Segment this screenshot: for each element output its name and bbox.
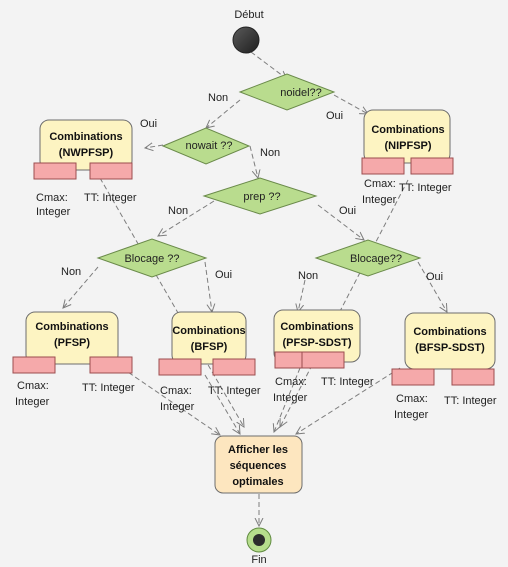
activity-pfsp-sdst-subtitle: (PFSP-SDST) (282, 337, 351, 349)
pin-nipfsp-cmax[interactable] (361, 157, 405, 175)
activity-pfsp-sdst[interactable]: Combinations (PFSP-SDST) (273, 309, 361, 363)
decision-noidel-label: noidel?? (280, 87, 322, 99)
activity-bfsp-title: Combinations (172, 325, 245, 337)
edge-pfsp-final (121, 367, 220, 435)
pin-bfsp-cmax-type: Integer (160, 401, 195, 413)
edges (63, 51, 447, 526)
pin-nwpfsp-tt-label: TT: Integer (84, 192, 137, 204)
pin-bfsp-cmax-label: Cmax: (160, 385, 192, 397)
edge-blocage-right-pfsp-sdst (298, 279, 306, 312)
decision-prep[interactable]: prep ?? (202, 177, 318, 215)
guard-noidel-oui: Oui (326, 110, 343, 122)
activity-bfsp[interactable]: Combinations (BFSP) (171, 311, 247, 365)
activity-bfsp-sdst[interactable]: Combinations (BFSP-SDST) (404, 312, 496, 370)
edge-blocage-left-bfsp (204, 261, 212, 312)
activity-bfsp-subtitle: (BFSP) (191, 341, 228, 353)
edge-blocage-right-bfsp-sdst (417, 261, 447, 312)
edge-blocage-left-pfsp (63, 266, 99, 308)
activity-bfsp-sdst-title: Combinations (413, 326, 486, 338)
start-label: Début (234, 9, 263, 21)
pin-bfsp-sdst-cmax[interactable] (391, 368, 435, 386)
pin-pfsp-sdst-tt[interactable] (301, 351, 345, 369)
pin-pfsp-cmax[interactable] (12, 356, 56, 374)
edge-pfsp-sdst-final (274, 367, 301, 432)
pin-bfsp-sdst-cmax-type: Integer (394, 409, 429, 421)
pin-bfsp-tt[interactable] (212, 358, 256, 376)
pin-nwpfsp-tt[interactable] (89, 162, 133, 180)
guard-blocage-right-non: Non (298, 270, 318, 282)
guard-noidel-non: Non (208, 92, 228, 104)
activity-bfsp-sdst-subtitle: (BFSP-SDST) (415, 342, 485, 354)
edge-nipfsp-final (280, 179, 409, 427)
decision-nowait[interactable]: nowait ?? (161, 127, 251, 165)
activity-final-line2: séquences (230, 460, 287, 472)
pin-pfsp-tt-label: TT: Integer (82, 382, 135, 394)
decision-blocage-left[interactable]: Blocage ?? (96, 238, 208, 278)
start-node[interactable] (232, 26, 260, 54)
activity-nipfsp[interactable]: Combinations (NIPFSP) (363, 109, 451, 164)
activity-nipfsp-subtitle: (NIPFSP) (384, 140, 431, 152)
pin-nipfsp-tt-label: TT: Integer (399, 182, 452, 194)
pin-pfsp-sdst-cmax-type: Integer (273, 392, 308, 404)
guard-blocage-left-oui: Oui (215, 269, 232, 281)
pin-pfsp-cmax-label: Cmax: (17, 380, 49, 392)
activity-nipfsp-title: Combinations (371, 124, 444, 136)
pin-nipfsp-cmax-label: Cmax: (364, 178, 396, 190)
guard-nowait-oui: Oui (140, 118, 157, 130)
edge-bfsp-final (204, 374, 240, 434)
edge-noidel-nipfsp (333, 94, 368, 114)
pin-bfsp-sdst-cmax-label: Cmax: (396, 393, 428, 405)
pin-bfsp-tt-label: TT: Integer (208, 385, 261, 397)
decision-blocage-left-label: Blocage ?? (124, 253, 179, 265)
guard-prep-non: Non (168, 205, 188, 217)
decision-noidel[interactable]: noidel?? (238, 73, 336, 111)
pin-bfsp-sdst-tt[interactable] (451, 368, 495, 386)
edge-nowait-prep (249, 145, 258, 178)
activity-pfsp-sdst-title: Combinations (280, 321, 353, 333)
pin-bfsp-cmax[interactable] (158, 358, 202, 376)
activity-pfsp[interactable]: Combinations (PFSP) (25, 311, 119, 365)
decision-prep-label: prep ?? (243, 191, 280, 203)
decision-nowait-label: nowait ?? (185, 140, 232, 152)
pin-pfsp-tt[interactable] (89, 356, 133, 374)
activity-nwpfsp[interactable]: Combinations (NWPFSP) (39, 119, 133, 171)
edge-prep-blocage-left (158, 200, 215, 236)
decision-blocage-right-label: Blocage?? (350, 253, 402, 265)
pin-bfsp-sdst-tt-label: TT: Integer (444, 395, 497, 407)
edge-noidel-nowait (206, 99, 241, 128)
pin-pfsp-sdst-cmax-label: Cmax: (275, 376, 307, 388)
pin-nwpfsp-cmax-label: Cmax: (36, 192, 68, 204)
guard-blocage-left-non: Non (61, 266, 81, 278)
activity-afficher-sequences[interactable]: Afficher les séquences optimales (214, 435, 303, 494)
edge-prep-blocage-right (317, 204, 364, 240)
activity-nwpfsp-subtitle: (NWPFSP) (59, 147, 114, 159)
guard-nowait-non: Non (260, 147, 280, 159)
end-node[interactable] (246, 527, 272, 553)
activity-final-line3: optimales (232, 476, 283, 488)
activity-pfsp-subtitle: (PFSP) (54, 337, 90, 349)
pin-nipfsp-cmax-type: Integer (362, 194, 397, 206)
pin-pfsp-cmax-type: Integer (15, 396, 50, 408)
guard-labels: Non Oui Oui Non Non Oui Non Oui Non Oui (61, 92, 443, 283)
decision-blocage-right[interactable]: Blocage?? (314, 239, 422, 277)
guard-blocage-right-oui: Oui (426, 271, 443, 283)
activity-final-line1: Afficher les (228, 444, 288, 456)
pin-pfsp-sdst-tt-label: TT: Integer (321, 376, 374, 388)
edge-bfsp-sdst-final (296, 367, 401, 434)
guard-prep-oui: Oui (339, 205, 356, 217)
end-label: Fin (251, 554, 266, 566)
edge-start-noidel (250, 51, 287, 79)
activity-pfsp-title: Combinations (35, 321, 108, 333)
pin-nwpfsp-cmax-type: Integer (36, 206, 71, 218)
pin-nipfsp-tt[interactable] (410, 157, 454, 175)
edge-nowait-nwpfsp (145, 145, 164, 148)
activity-nwpfsp-title: Combinations (49, 131, 122, 143)
pin-nwpfsp-cmax[interactable] (33, 162, 77, 180)
